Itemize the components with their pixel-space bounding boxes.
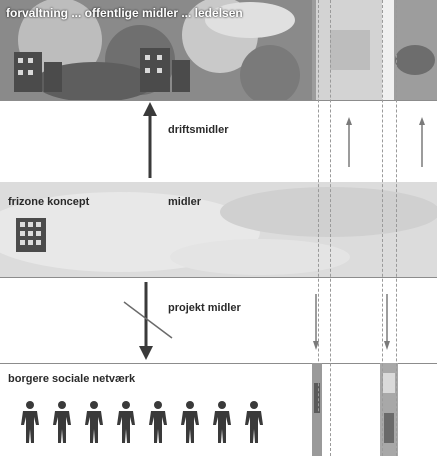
person-icon bbox=[149, 401, 167, 443]
up-arrow-icon bbox=[346, 117, 352, 167]
down-arrow-icon bbox=[123, 282, 173, 360]
person-icon bbox=[213, 401, 231, 443]
administration-collage bbox=[0, 0, 437, 100]
administration-band: forvaltning ... offentlige midler ... le… bbox=[0, 0, 437, 100]
person-icon bbox=[181, 401, 199, 443]
divider bbox=[0, 277, 437, 278]
freezone-title: frizone koncept bbox=[8, 196, 90, 208]
column-divider bbox=[382, 0, 383, 456]
up-arrow-icon bbox=[419, 117, 425, 167]
person-icon bbox=[53, 401, 71, 443]
freezone-background bbox=[0, 182, 437, 277]
person-icon bbox=[85, 401, 103, 443]
divider bbox=[0, 363, 437, 364]
driftsmidler-label: driftsmidler bbox=[168, 124, 229, 136]
citizens-band: borgere sociale netværk bbox=[0, 363, 437, 456]
down-arrow-icon bbox=[384, 294, 390, 350]
projekt-midler-label: projekt midler bbox=[168, 302, 241, 314]
freezone-midler-label: midler bbox=[168, 196, 202, 208]
divider bbox=[0, 100, 437, 101]
citizens-graphics bbox=[21, 363, 398, 456]
person-icon bbox=[117, 401, 135, 443]
freezone-band: frizone koncept midler bbox=[0, 182, 437, 277]
column-divider bbox=[330, 0, 331, 456]
citizens-title: borgere sociale netværk bbox=[8, 373, 136, 385]
up-arrow-icon bbox=[143, 102, 157, 178]
person-icon bbox=[245, 401, 263, 443]
administration-title: forvaltning ... offentlige midler ... le… bbox=[6, 6, 243, 20]
down-arrow-icon bbox=[313, 294, 319, 350]
person-icon bbox=[21, 401, 39, 443]
building-icon bbox=[16, 218, 46, 252]
column-divider bbox=[396, 0, 397, 456]
column-divider bbox=[318, 0, 319, 456]
